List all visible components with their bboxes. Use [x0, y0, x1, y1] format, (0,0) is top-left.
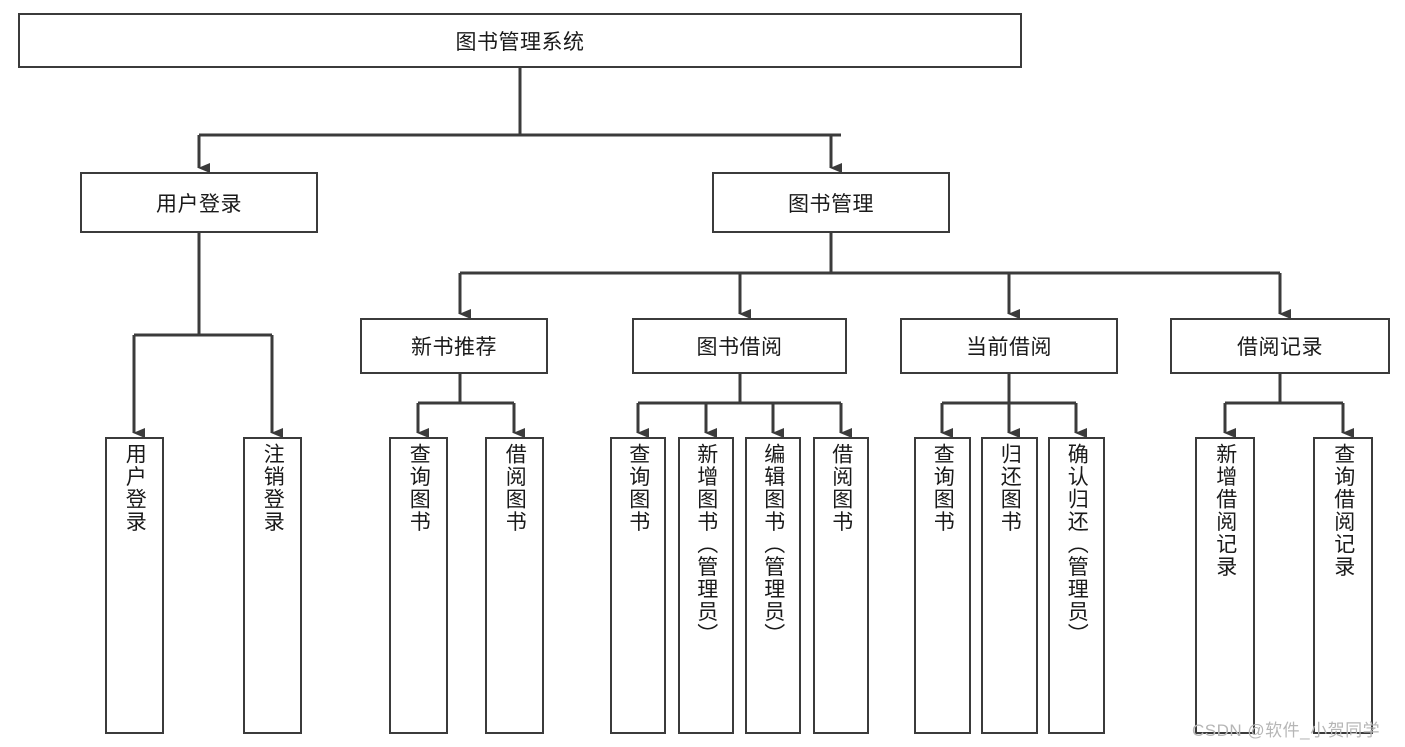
leaf-current-return-book[interactable]: 归还图书 [981, 437, 1038, 734]
node-label: 图书管理 [788, 192, 874, 216]
node-book-management[interactable]: 图书管理 [712, 172, 950, 233]
node-label: 借阅记录 [1237, 336, 1323, 359]
csdn-watermark: CSDN @软件_小贺同学 [1192, 721, 1381, 740]
node-label: 图书借阅 [696, 336, 783, 359]
leaf-borrow-add-book-admin[interactable]: 新增图书（管理员） [678, 437, 734, 734]
leaf-user-login[interactable]: 用户登录 [105, 437, 164, 734]
node-label: 借阅图书 [503, 443, 527, 533]
node-label: 查询图书 [407, 443, 431, 533]
node-label: 注销登录 [261, 443, 285, 533]
node-label: 查询图书 [931, 443, 955, 533]
node-label: 新增借阅记录 [1213, 443, 1237, 578]
leaf-current-confirm-return-admin[interactable]: 确认归还（管理员） [1048, 437, 1105, 734]
node-label: 用户登录 [156, 192, 242, 216]
leaf-records-add-record[interactable]: 新增借阅记录 [1195, 437, 1255, 734]
leaf-user-logout[interactable]: 注销登录 [243, 437, 302, 734]
node-label: 查询借阅记录 [1331, 443, 1355, 578]
node-label: 图书管理系统 [455, 30, 585, 54]
node-new-book-recommend[interactable]: 新书推荐 [360, 318, 548, 374]
node-label: 借阅图书 [829, 443, 853, 533]
node-label: 当前借阅 [966, 336, 1052, 359]
node-root-system[interactable]: 图书管理系统 [18, 13, 1022, 68]
node-label: 查询图书 [626, 443, 650, 533]
node-label: 确认归还（管理员） [1065, 443, 1089, 646]
node-label: 新增图书（管理员） [694, 443, 718, 646]
node-label: 编辑图书（管理员） [761, 443, 785, 646]
leaf-records-query-record[interactable]: 查询借阅记录 [1313, 437, 1373, 734]
leaf-newbook-query-book[interactable]: 查询图书 [389, 437, 448, 734]
node-borrow-records[interactable]: 借阅记录 [1170, 318, 1390, 374]
leaf-borrow-lend-book[interactable]: 借阅图书 [813, 437, 869, 734]
node-book-borrow[interactable]: 图书借阅 [632, 318, 847, 374]
node-current-borrow[interactable]: 当前借阅 [900, 318, 1118, 374]
node-user-login[interactable]: 用户登录 [80, 172, 318, 233]
node-label: 用户登录 [123, 443, 147, 533]
leaf-borrow-query-book[interactable]: 查询图书 [610, 437, 666, 734]
node-label: 新书推荐 [411, 336, 497, 359]
leaf-newbook-borrow-book[interactable]: 借阅图书 [485, 437, 544, 734]
leaf-borrow-edit-book-admin[interactable]: 编辑图书（管理员） [745, 437, 801, 734]
leaf-current-query-book[interactable]: 查询图书 [914, 437, 971, 734]
node-label: 归还图书 [998, 443, 1022, 533]
